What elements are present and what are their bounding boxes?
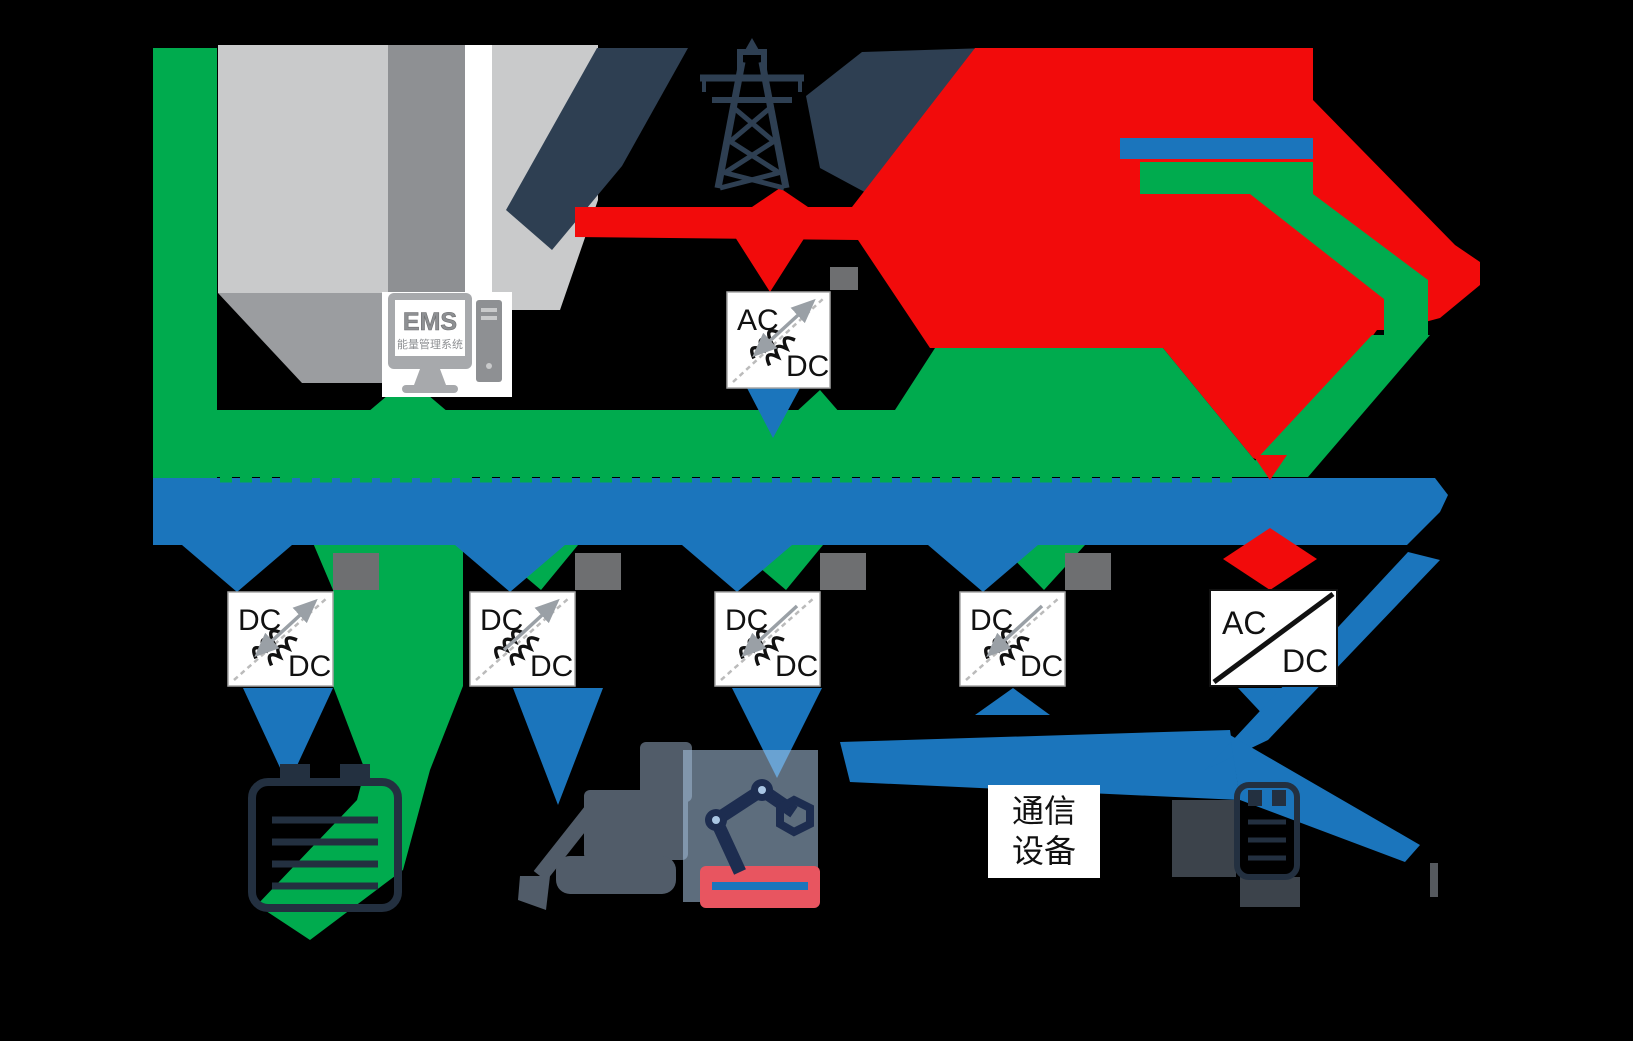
converter-box-4: DC DC <box>959 591 1066 687</box>
dc-legend-bar <box>1120 138 1313 159</box>
dc-band-lower <box>840 730 1240 800</box>
converter-box-3: DC DC <box>714 591 821 687</box>
comm-device-line2: 设备 <box>1012 833 1076 869</box>
dc-bus <box>153 478 1448 545</box>
ems-label: EMS <box>403 308 457 336</box>
dc-lines <box>153 138 1448 862</box>
charging-cabinet-icon <box>1172 782 1300 907</box>
excavator-icon <box>518 742 692 910</box>
ac-line-tower-peak <box>752 188 808 207</box>
comm-ems-bar <box>153 48 217 478</box>
grid-rectifier-box: AC DC <box>726 291 831 389</box>
ems-computer-icon: EMS 能量管理系统 <box>382 292 512 397</box>
converter-box-2: DC DC <box>469 591 576 687</box>
ac-line-to-rectifier <box>735 237 805 292</box>
battery-icon <box>248 764 402 912</box>
converter-box-1: DC DC <box>227 591 334 687</box>
ac-line-to-inverter <box>1223 455 1317 590</box>
box-shadows <box>333 267 1111 590</box>
comm-band <box>217 348 1270 477</box>
converter4-bottom-label: DC <box>1020 650 1063 683</box>
converter2-bottom-label: DC <box>530 650 573 683</box>
comm-device-line1: 通信 <box>1012 793 1076 829</box>
inverter-dc-label: DC <box>1282 643 1328 679</box>
comm-device-box: 通信 设备 <box>988 785 1100 878</box>
inverter-ac-label: AC <box>1222 605 1266 641</box>
converter3-bottom-label: DC <box>775 650 818 683</box>
transmission-tower-icon <box>700 38 804 191</box>
inverter-box: AC DC <box>1209 589 1338 687</box>
misc-shadow <box>1430 863 1438 897</box>
converter1-bottom-label: DC <box>288 650 331 683</box>
ems-sublabel: 能量管理系统 <box>397 337 463 351</box>
grid-rectifier-dc: DC <box>786 350 829 383</box>
comm-legend-bar <box>1140 162 1313 194</box>
robot-arm-icon <box>683 750 820 908</box>
